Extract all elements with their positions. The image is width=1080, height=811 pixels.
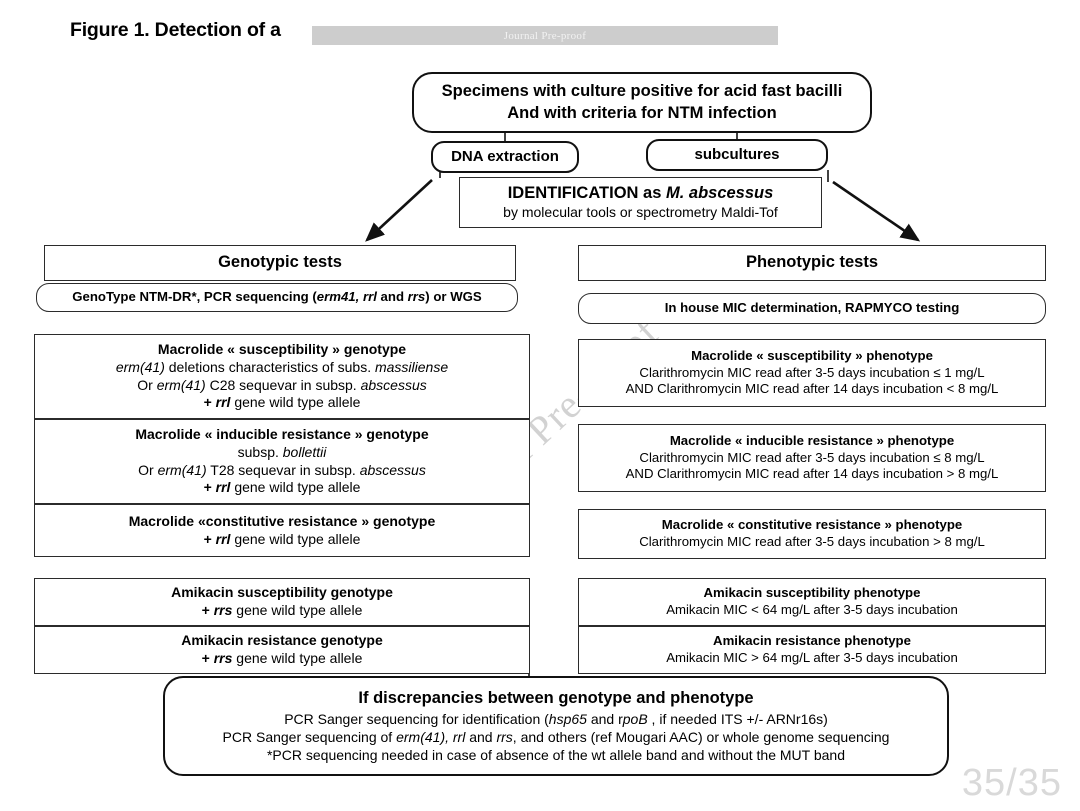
phenotypic-methods-label: In house MIC determination, RAPMYCO test… (664, 300, 960, 316)
geno-macro-susc-line2: erm(41) deletions characteristics of sub… (115, 358, 449, 375)
discrepancies-title: If discrepancies between genotype and ph… (358, 688, 754, 707)
pheno-macro-const-line2: Clarithromycin MIC read after 3-5 days i… (639, 534, 985, 549)
genotypic-header-label: Genotypic tests (218, 253, 342, 272)
node-phenotype-macrolide-constitutive: Macrolide « constitutive resistance » ph… (578, 509, 1046, 559)
discrepancies-line2: PCR Sanger sequencing for identification… (284, 710, 828, 727)
pheno-macro-susc-line2: Clarithromycin MIC read after 3-5 days i… (639, 364, 985, 380)
pheno-macro-ind-title: Macrolide « inducible resistance » pheno… (669, 432, 955, 448)
specimens-line2: And with criteria for NTM infection (507, 103, 777, 122)
node-dna-extraction: DNA extraction (431, 141, 579, 173)
node-genotype-macrolide-inducible: Macrolide « inducible resistance » genot… (34, 419, 530, 504)
geno-macro-susc-line3: Or erm(41) C28 sequevar in subsp. absces… (137, 376, 427, 393)
geno-macro-ind-line4: + rrl gene wild type allele (203, 479, 361, 496)
node-genotype-macrolide-constitutive: Macrolide «constitutive resistance » gen… (34, 504, 530, 557)
discrepancies-line3: PCR Sanger sequencing of erm(41), rrl an… (222, 728, 890, 745)
genotypic-methods-label: GenoType NTM-DR*, PCR sequencing (erm41,… (72, 289, 482, 305)
watermark-banner-label: Journal Pre-proof (503, 29, 587, 42)
specimens-line1: Specimens with culture positive for acid… (441, 82, 843, 101)
geno-macro-ind-title: Macrolide « inducible resistance » genot… (135, 425, 429, 442)
pheno-amik-res-title: Amikacin resistance phenotype (713, 633, 911, 649)
node-phenotype-amikacin-resistance: Amikacin resistance phenotype Amikacin M… (578, 626, 1046, 674)
pheno-amik-susc-title: Amikacin susceptibility phenotype (703, 585, 921, 601)
pheno-macro-susc-title: Macrolide « susceptibility » phenotype (691, 347, 933, 363)
geno-amik-res-line2: + rrs gene wild type allele (201, 650, 363, 666)
geno-macro-ind-line3: Or erm(41) T28 sequevar in subsp. absces… (138, 461, 426, 478)
node-subcultures: subcultures (646, 139, 828, 171)
node-specimens: Specimens with culture positive for acid… (412, 72, 872, 133)
geno-amik-susc-line2: + rrs gene wild type allele (201, 602, 363, 618)
geno-macro-const-line2: + rrl gene wild type allele (203, 530, 361, 547)
node-genotype-amikacin-resistance: Amikacin resistance genotype + rrs gene … (34, 626, 530, 674)
pheno-amik-res-line2: Amikacin MIC > 64 mg/L after 3-5 days in… (666, 650, 958, 665)
geno-macro-const-title: Macrolide «constitutive resistance » gen… (128, 512, 436, 529)
geno-amik-susc-title: Amikacin susceptibility genotype (171, 584, 393, 601)
node-genotype-amikacin-susceptibility: Amikacin susceptibility genotype + rrs g… (34, 578, 530, 626)
watermark-banner: Journal Pre-proof (312, 26, 778, 45)
geno-macro-susc-title: Macrolide « susceptibility » genotype (157, 340, 407, 357)
node-phenotypic-header: Phenotypic tests (578, 245, 1046, 281)
node-discrepancies: If discrepancies between genotype and ph… (163, 676, 949, 776)
discrepancies-line4: *PCR sequencing needed in case of absenc… (266, 746, 845, 763)
node-genotype-macrolide-susceptibility: Macrolide « susceptibility » genotype er… (34, 334, 530, 419)
pheno-amik-susc-line2: Amikacin MIC < 64 mg/L after 3-5 days in… (666, 602, 958, 617)
phenotypic-header-label: Phenotypic tests (745, 253, 879, 272)
geno-macro-susc-line4: + rrl gene wild type allele (203, 394, 361, 411)
figure-title: Figure 1. Detection of a (70, 19, 281, 41)
identification-line1: IDENTIFICATION as M. abscessus (507, 183, 774, 202)
geno-amik-res-title: Amikacin resistance genotype (181, 632, 383, 649)
node-phenotype-amikacin-susceptibility: Amikacin susceptibility phenotype Amikac… (578, 578, 1046, 626)
dna-extraction-label: DNA extraction (451, 148, 559, 166)
node-phenotype-macrolide-inducible: Macrolide « inducible resistance » pheno… (578, 424, 1046, 492)
node-genotypic-methods: GenoType NTM-DR*, PCR sequencing (erm41,… (36, 283, 518, 312)
node-phenotypic-methods: In house MIC determination, RAPMYCO test… (578, 293, 1046, 324)
pheno-macro-susc-line3: AND Clarithromycin MIC read after 14 day… (625, 381, 999, 397)
pheno-macro-ind-line2: Clarithromycin MIC read after 3-5 days i… (639, 449, 985, 465)
node-genotypic-header: Genotypic tests (44, 245, 516, 281)
subcultures-label: subcultures (694, 146, 780, 164)
geno-macro-ind-line2: subsp. bollettii (237, 443, 327, 460)
node-identification: IDENTIFICATION as M. abscessus by molecu… (459, 177, 822, 228)
node-phenotype-macrolide-susceptibility: Macrolide « susceptibility » phenotype C… (578, 339, 1046, 407)
identification-line2: by molecular tools or spectrometry Maldi… (503, 204, 778, 221)
pheno-macro-const-title: Macrolide « constitutive resistance » ph… (661, 517, 963, 533)
page-number: 35/35 (961, 762, 1062, 804)
pheno-macro-ind-line3: AND Clarithromycin MIC read after 14 day… (625, 466, 999, 482)
